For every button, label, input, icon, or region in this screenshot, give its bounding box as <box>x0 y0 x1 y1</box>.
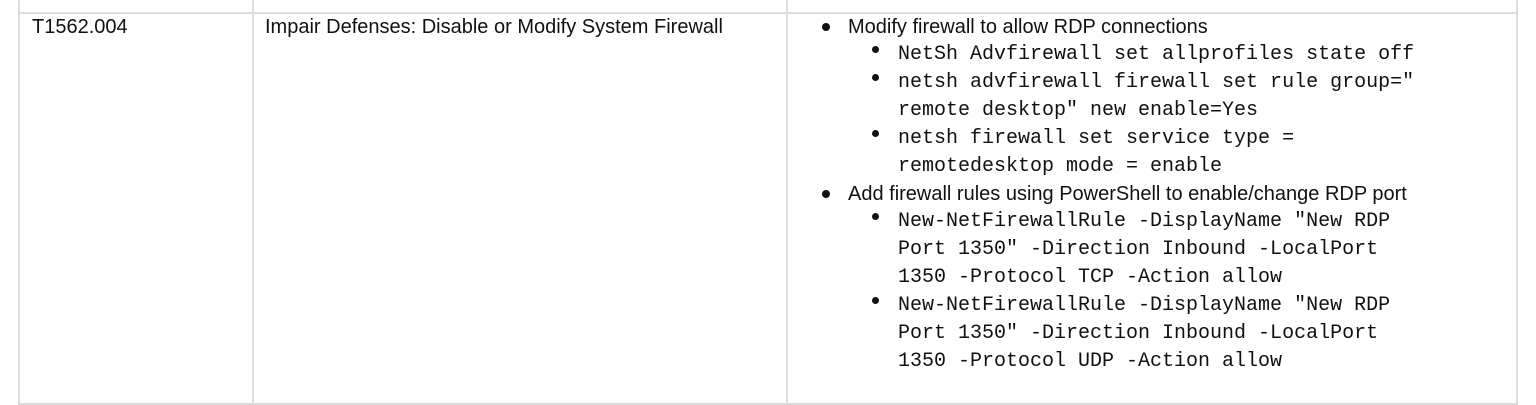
procedure-item: Add firewall rules using PowerShell to e… <box>818 181 1518 376</box>
command-text: netsh advfirewall firewall set rule grou… <box>898 71 1415 122</box>
procedure-text: Modify firewall to allow RDP connections <box>848 16 1208 38</box>
table-right-border <box>1516 0 1518 405</box>
technique-table: T1562.004 Impair Defenses: Disable or Mo… <box>18 0 1518 405</box>
column-divider <box>252 0 254 405</box>
procedure-item: Modify firewall to allow RDP connections… <box>818 14 1518 181</box>
command-text: New-NetFirewallRule -DisplayName "New RD… <box>898 210 1391 289</box>
command-list: NetSh Advfirewall set allprofiles state … <box>848 41 1518 181</box>
command-text: NetSh Advfirewall set allprofiles state … <box>898 43 1415 66</box>
technique-name: Impair Defenses: Disable or Modify Syste… <box>265 16 723 38</box>
command-text: netsh firewall set service type = remote… <box>898 127 1295 178</box>
column-divider <box>786 0 788 405</box>
command-item: netsh advfirewall firewall set rule grou… <box>848 69 1518 125</box>
command-item: New-NetFirewallRule -DisplayName "New RD… <box>848 208 1518 292</box>
row-top-border <box>18 12 1518 14</box>
command-item: NetSh Advfirewall set allprofiles state … <box>848 41 1518 69</box>
technique-id: T1562.004 <box>32 16 128 38</box>
command-item: netsh firewall set service type = remote… <box>848 125 1518 181</box>
procedure-list: Modify firewall to allow RDP connections… <box>818 14 1518 376</box>
technique-name-cell: Impair Defenses: Disable or Modify Syste… <box>265 14 765 41</box>
procedure-text: Add firewall rules using PowerShell to e… <box>848 183 1407 205</box>
command-list: New-NetFirewallRule -DisplayName "New RD… <box>848 208 1518 376</box>
technique-id-cell: T1562.004 <box>32 14 252 41</box>
command-text: New-NetFirewallRule -DisplayName "New RD… <box>898 294 1391 373</box>
procedures-cell: Modify firewall to allow RDP connections… <box>818 14 1518 376</box>
command-item: New-NetFirewallRule -DisplayName "New RD… <box>848 292 1518 376</box>
table-left-border <box>18 0 20 405</box>
